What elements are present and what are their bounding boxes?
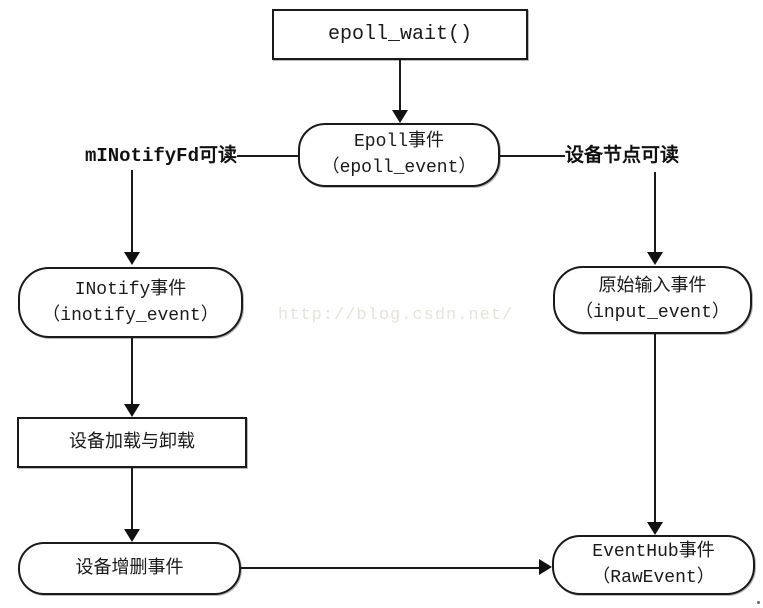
watermark-text: http://blog.csdn.net/ <box>278 306 514 325</box>
node-eventhub-event: EventHub事件 （RawEvent） <box>552 535 755 595</box>
node-input-event-line1: 原始输入事件 <box>598 277 707 297</box>
arrowhead-down-icon <box>392 110 408 123</box>
node-inotify-event-line1: INotify事件 <box>74 279 187 300</box>
edge-epollevent-to-left-label <box>237 155 298 157</box>
arrowhead-down-icon <box>124 529 140 542</box>
edge-label-minotifyfd-readable: mINotifyFd可读 <box>84 145 237 167</box>
node-epoll-event: Epoll事件 （epoll_event） <box>298 123 500 187</box>
arrowhead-down-icon <box>124 404 140 417</box>
edge-deviceload-to-devicechange <box>131 468 133 530</box>
node-eventhub-event-line2: （RawEvent） <box>592 568 715 588</box>
node-input-event-line2: （input_event） <box>575 303 730 323</box>
node-input-event: 原始输入事件 （input_event） <box>553 266 752 334</box>
node-inotify-event-line2: （inotify_event） <box>42 305 219 326</box>
arrowhead-right-icon <box>539 559 552 575</box>
corner-speck <box>757 601 760 604</box>
edge-inotify-to-deviceload <box>131 338 133 405</box>
edge-epollevent-to-right-label <box>500 155 565 157</box>
node-epoll-event-line2: （epoll_event） <box>321 158 477 178</box>
node-device-load-unload-label: 设备加载与卸载 <box>69 432 195 453</box>
node-device-change-event-label: 设备增删事件 <box>75 558 184 579</box>
node-epoll-event-line1: Epoll事件 <box>353 132 444 152</box>
arrowhead-down-icon <box>647 522 663 535</box>
node-device-load-unload: 设备加载与卸载 <box>17 417 247 468</box>
node-eventhub-event-line1: EventHub事件 <box>592 542 715 562</box>
node-inotify-event: INotify事件 （inotify_event） <box>18 267 243 338</box>
edge-leftlabel-to-inotify <box>131 170 133 253</box>
edge-label-device-node-readable: 设备节点可读 <box>565 145 680 167</box>
edge-devicechange-to-eventhub <box>241 567 540 569</box>
node-epoll-wait: epoll_wait() <box>272 9 528 60</box>
edge-rightlabel-to-inputevent <box>654 172 656 253</box>
edge-epollwait-to-epollevent <box>399 60 401 112</box>
node-epoll-wait-label: epoll_wait() <box>327 22 473 46</box>
edge-inputevent-to-eventhub <box>654 334 656 523</box>
arrowhead-down-icon <box>124 252 140 265</box>
node-device-change-event: 设备增删事件 <box>18 542 241 595</box>
arrowhead-down-icon <box>647 252 663 265</box>
